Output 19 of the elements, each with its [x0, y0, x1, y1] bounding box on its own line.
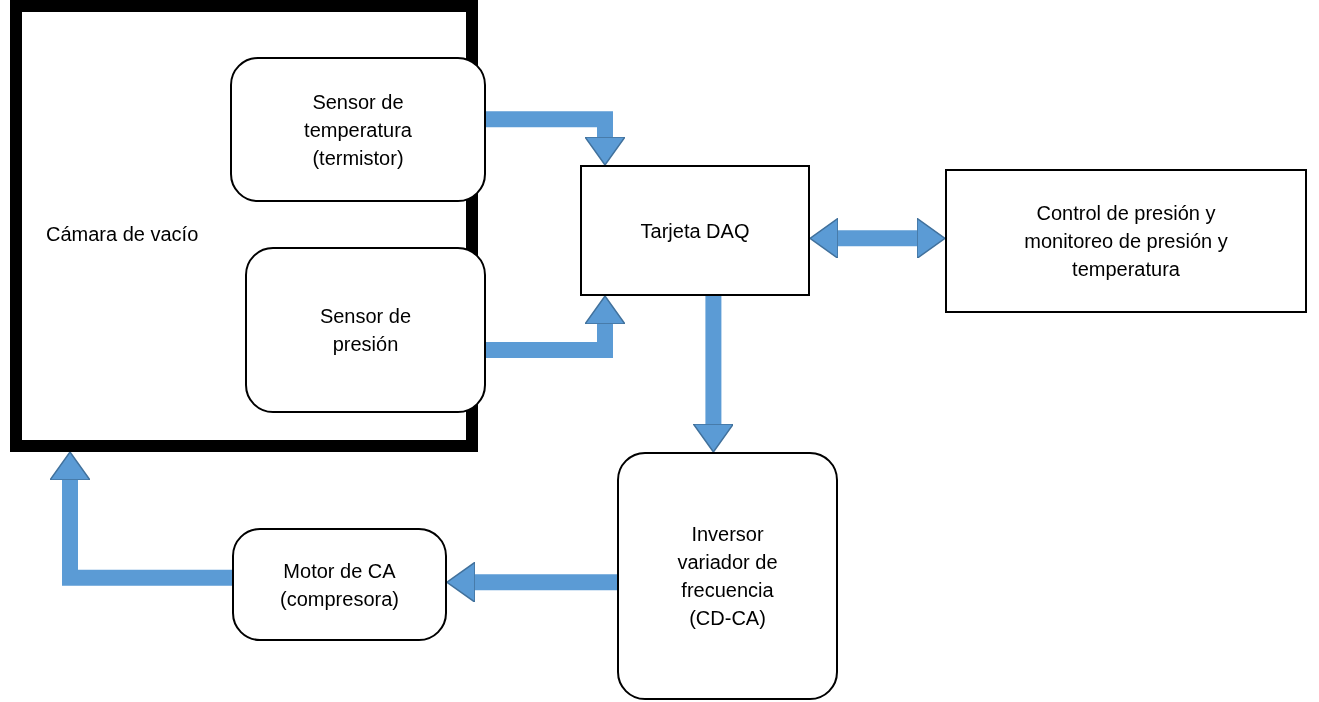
block-arrow — [486, 295, 626, 358]
block-arrow — [692, 296, 735, 453]
box-label: Motor de CA (compresora) — [279, 558, 400, 612]
box-label: Inversor variador de frecuencia (CD-CA) — [676, 522, 779, 631]
rounded-box — [232, 528, 447, 641]
rounded-box — [245, 247, 486, 413]
rounded-box — [230, 57, 486, 202]
box-label: Tarjeta DAQ — [640, 218, 750, 244]
process-box — [945, 169, 1307, 313]
block-arrow — [809, 217, 946, 260]
box-label: Control de presión y monitoreo de presión y temperatura — [1023, 201, 1229, 282]
box-label: Sensor de presión — [318, 304, 413, 357]
block-arrow — [49, 451, 232, 586]
box-label: Sensor de temperatura (termistor) — [303, 89, 413, 171]
process-box — [580, 165, 810, 296]
block-arrow — [486, 111, 626, 166]
rounded-box — [617, 452, 838, 700]
block-arrow — [446, 561, 617, 603]
box-label: Cámara de vacío — [46, 222, 199, 247]
